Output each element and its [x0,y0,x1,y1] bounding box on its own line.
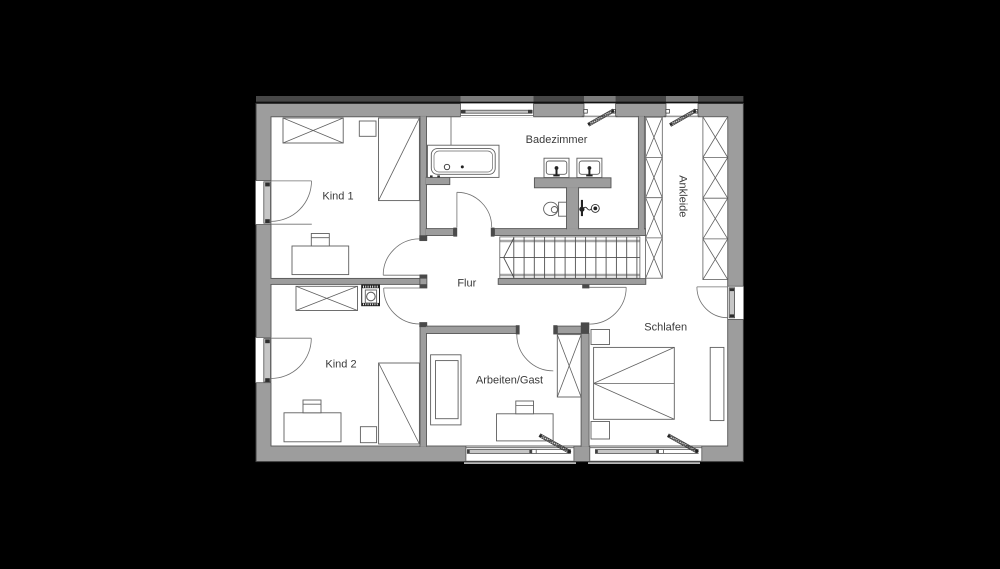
svg-text:Ankleide: Ankleide [677,175,689,217]
svg-text:Arbeiten/Gast: Arbeiten/Gast [476,374,543,386]
svg-text:Flur: Flur [457,278,476,290]
svg-text:Kind 2: Kind 2 [325,359,356,371]
svg-text:Kind 1: Kind 1 [322,190,353,202]
svg-text:Badezimmer: Badezimmer [526,134,588,146]
svg-text:Schlafen: Schlafen [644,322,687,334]
